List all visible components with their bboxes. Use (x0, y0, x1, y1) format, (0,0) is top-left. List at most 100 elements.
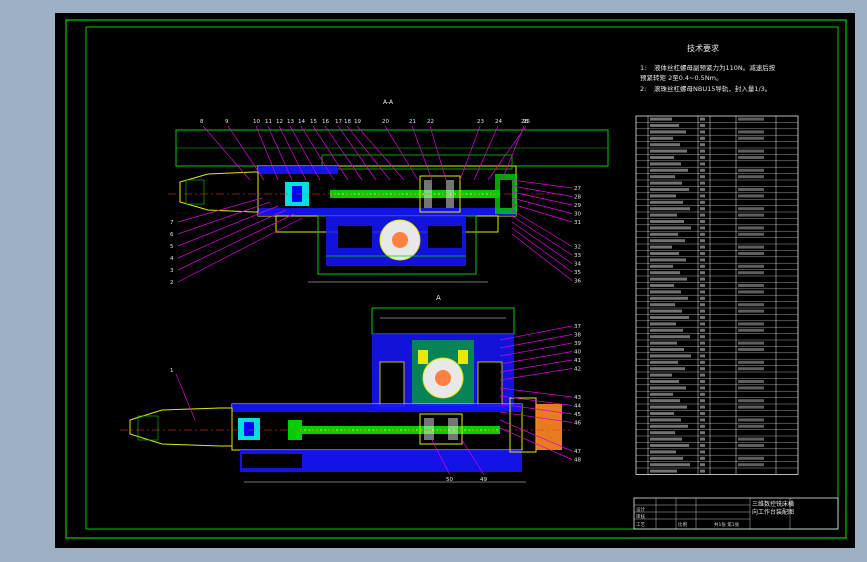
callout-number: 47 (574, 449, 581, 455)
parts-row-text (650, 335, 690, 339)
parts-row-text (650, 392, 673, 396)
callout-number: 17 (335, 119, 342, 125)
callout-number: 12 (276, 119, 283, 125)
parts-row-text (650, 136, 673, 140)
leader-line (499, 334, 573, 349)
callout-number: 13 (287, 119, 294, 125)
parts-row-text (650, 386, 686, 390)
parts-row-text (650, 175, 675, 179)
parts-row-text (650, 239, 685, 243)
leader-line (384, 125, 419, 181)
leader-line (511, 191, 573, 206)
parts-row-text (650, 188, 689, 191)
parts-row-text (650, 380, 679, 383)
parts-row-text (650, 284, 674, 287)
outer-border (65, 19, 847, 539)
leader-line (324, 125, 363, 181)
parts-row-text (650, 418, 681, 422)
parts-row-text (650, 316, 689, 319)
callout-number: 8 (200, 119, 204, 125)
callout-number: 50 (446, 477, 453, 483)
leader-line (499, 403, 573, 415)
parts-row-text (650, 469, 677, 473)
approve-label: 工艺 (636, 522, 645, 528)
technical-requirements: 技术要求 1: 液体丝杠螺母副预紧力为110N。减速后按 预紧转矩 2至0.4~… (640, 43, 776, 93)
parts-row-text (650, 405, 687, 409)
callout-number: 36 (574, 279, 581, 285)
parts-row-text (650, 328, 683, 332)
parts-row-text (650, 232, 678, 236)
leader-line (429, 125, 447, 181)
tech-line1: 液体丝杠螺母副预紧力为110N。减速后按 (654, 63, 776, 72)
leader-line (177, 209, 287, 259)
scale-label: 比例 (678, 521, 687, 528)
leader-line (511, 185, 573, 197)
leader-line (499, 395, 573, 406)
parts-row-text (650, 245, 672, 249)
leader-line (511, 209, 573, 247)
callout-number: 19 (354, 119, 361, 125)
tech-line2: 滚珠丝杠螺母NBU15导轨，封入量1/3。 (654, 84, 771, 93)
parts-row-text (650, 258, 686, 262)
leader-line (431, 439, 451, 476)
callout-number: 38 (574, 333, 581, 339)
callout-number: 26 (521, 119, 528, 125)
callout-number: 31 (574, 220, 581, 226)
callout-number: 39 (574, 341, 581, 347)
callout-number: 35 (574, 270, 581, 276)
parts-row-text (650, 360, 678, 364)
callout-number: 43 (574, 395, 581, 401)
parts-row-text (650, 143, 680, 147)
leader-line (511, 197, 573, 214)
callout-number: 45 (574, 412, 581, 418)
leader-line (267, 125, 293, 181)
callout-number: 49 (480, 477, 487, 483)
leader-line (177, 213, 295, 271)
callout-number: 21 (409, 119, 416, 125)
parts-row-text (650, 373, 672, 377)
parts-row-text (650, 303, 675, 307)
leader-line (487, 125, 527, 181)
parts-row-text (650, 341, 677, 345)
leader-line (300, 125, 335, 181)
parts-row-text (650, 309, 682, 313)
parts-row-text (650, 200, 683, 204)
leader-line (461, 439, 485, 476)
callout-number: 48 (574, 458, 581, 464)
leader-line (411, 125, 433, 181)
parts-row-text (650, 264, 673, 268)
callout-number: 22 (427, 119, 434, 125)
top-view-assembly (168, 129, 609, 283)
parts-row-text (650, 412, 674, 415)
parts-row-text (650, 399, 680, 403)
parts-row-text (650, 194, 676, 198)
leader-line (511, 203, 573, 223)
callout-number: 15 (310, 119, 317, 125)
parts-row-text (650, 277, 687, 281)
motor-cone (179, 171, 259, 213)
parts-row-text (650, 431, 675, 435)
callout-number: 1 (170, 368, 174, 374)
title-block: 三维数控铣床横向工作台装配图设计审核工艺比例共1张 第1张 (633, 497, 839, 530)
leader-line (473, 125, 499, 181)
leader-line (289, 125, 321, 181)
callout-number: 44 (574, 404, 581, 410)
section-label-top: A-A (383, 99, 394, 106)
leader-line (499, 387, 573, 398)
callout-number: 3 (170, 268, 174, 274)
callout-number: 24 (495, 119, 502, 125)
callout-number: 30 (574, 212, 581, 218)
parts-row-text (650, 463, 690, 467)
drawn-label: 设计 (636, 506, 645, 513)
callout-number: 27 (574, 186, 581, 192)
leader-line (312, 125, 349, 181)
parts-row-text (650, 117, 672, 121)
callout-number: 9 (225, 119, 229, 125)
parts-row-text (650, 296, 688, 300)
bottom-view-assembly (120, 307, 570, 483)
leader-line (511, 233, 573, 281)
leader-line (499, 359, 573, 373)
title-line1: 三维数控铣床横 (752, 500, 794, 508)
callout-number: 29 (574, 203, 581, 209)
leader-line (337, 125, 377, 181)
